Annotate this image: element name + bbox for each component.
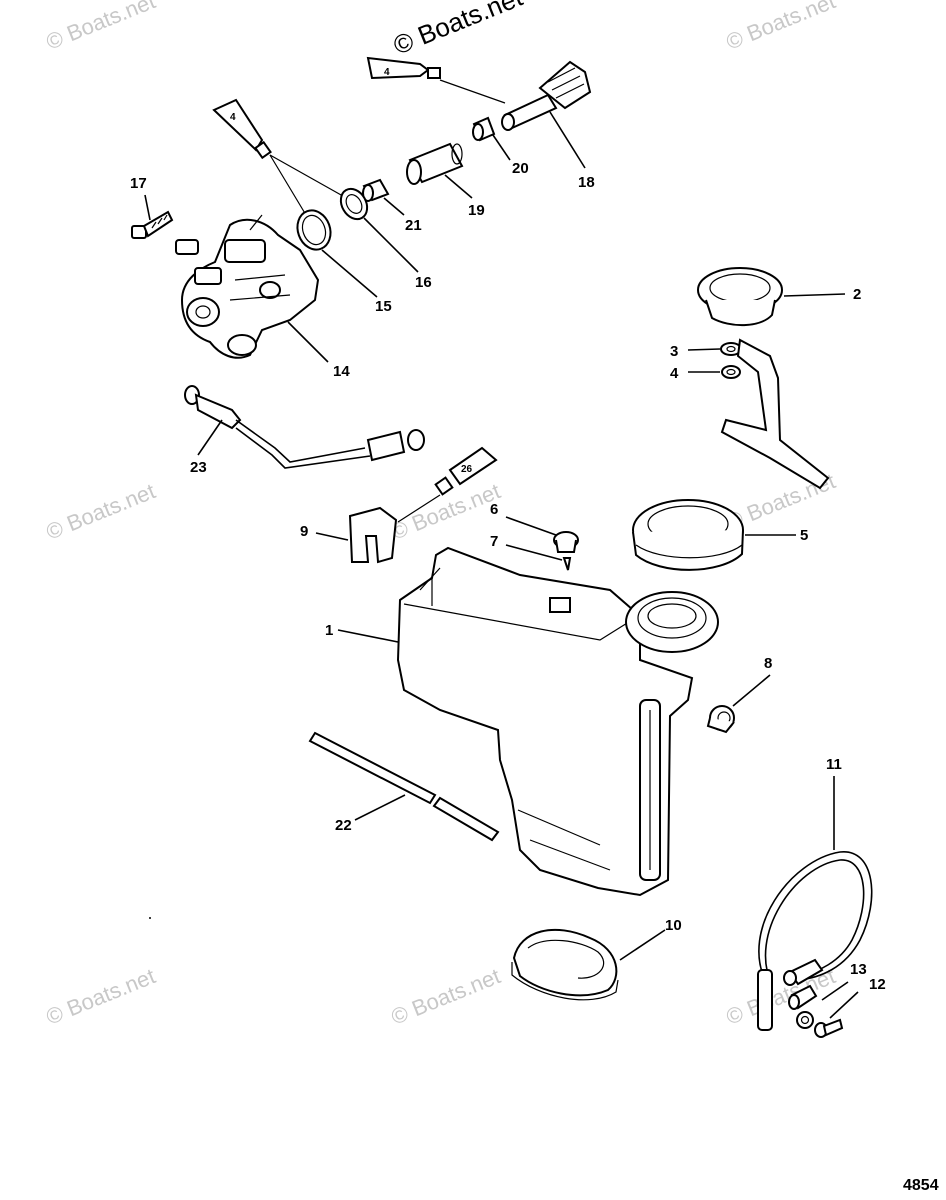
tube-label: 26 bbox=[461, 464, 473, 475]
callout-19: 19 bbox=[468, 202, 485, 219]
callout-4: 4 bbox=[670, 365, 679, 382]
part-4-washer bbox=[721, 365, 741, 379]
part-1-oil-tank bbox=[396, 546, 719, 897]
callout-15: 15 bbox=[375, 298, 392, 315]
callout-1: 1 bbox=[325, 622, 333, 639]
callout-6: 6 bbox=[490, 501, 498, 518]
figure-number: 4854 bbox=[903, 1177, 939, 1194]
callout-13: 13 bbox=[850, 961, 867, 978]
watermark: © Boats.net bbox=[43, 478, 159, 544]
watermark: © Boats.net bbox=[43, 0, 159, 55]
watermark: © Boats.net bbox=[723, 0, 839, 55]
callout-8: 8 bbox=[764, 655, 772, 672]
callout-5: 5 bbox=[800, 527, 808, 544]
part-5-grommet bbox=[632, 499, 744, 571]
part-10-grommet bbox=[511, 928, 619, 1001]
watermark: © Boats.net bbox=[43, 963, 159, 1029]
part-2-cap bbox=[697, 267, 783, 327]
part-12-washer bbox=[796, 1011, 814, 1029]
part-21-bushing bbox=[362, 178, 390, 202]
callout-22: 22 bbox=[335, 817, 352, 834]
callout-18: 18 bbox=[578, 174, 595, 191]
watermark: © Boats.net bbox=[723, 963, 839, 1029]
leader-lines bbox=[144, 111, 859, 1019]
callout-16: 16 bbox=[415, 274, 432, 291]
watermark: © Boats.net bbox=[388, 963, 504, 1029]
speck bbox=[149, 917, 151, 919]
callout-21: 21 bbox=[405, 217, 422, 234]
part-22-hose bbox=[308, 731, 500, 842]
part-8-plug bbox=[706, 705, 735, 734]
callout-9: 9 bbox=[300, 523, 308, 540]
part-23-oil-line bbox=[184, 385, 425, 469]
part-18-gear-shaft bbox=[501, 60, 592, 131]
callout-7: 7 bbox=[490, 533, 498, 550]
sealant-tube-c: 26 bbox=[397, 446, 498, 523]
part-7-screw bbox=[562, 557, 572, 571]
sealant-tube-b: 4 bbox=[212, 98, 351, 216]
callout-10: 10 bbox=[665, 917, 682, 934]
part-15-o-ring bbox=[296, 209, 332, 251]
callout-2: 2 bbox=[853, 286, 861, 303]
part-20-fitting bbox=[472, 116, 496, 142]
callout-14: 14 bbox=[333, 363, 350, 380]
callout-17: 17 bbox=[130, 175, 147, 192]
callout-11: 11 bbox=[826, 756, 842, 773]
callout-12: 12 bbox=[869, 976, 886, 993]
part-9-clip bbox=[348, 506, 398, 564]
part-17-bolt bbox=[131, 210, 174, 239]
callout-labels: 18 20 19 21 16 15 14 17 2 3 4 5 6 7 9 1 … bbox=[130, 160, 886, 993]
callout-3: 3 bbox=[670, 343, 678, 360]
bracket bbox=[720, 338, 830, 490]
part-13-fitting bbox=[788, 984, 818, 1010]
part-14-oil-pump bbox=[175, 214, 320, 359]
tube-label: 4 bbox=[230, 112, 236, 123]
tube-label: 4 bbox=[384, 67, 390, 78]
sealant-tube-a: 4 bbox=[366, 56, 506, 104]
watermark-main: © Boats.net bbox=[389, 0, 527, 61]
part-12-screw bbox=[814, 1018, 844, 1038]
part-11-strap bbox=[757, 851, 873, 1031]
callout-20: 20 bbox=[512, 160, 529, 177]
part-19-sleeve bbox=[406, 142, 464, 185]
callout-23: 23 bbox=[190, 459, 207, 476]
